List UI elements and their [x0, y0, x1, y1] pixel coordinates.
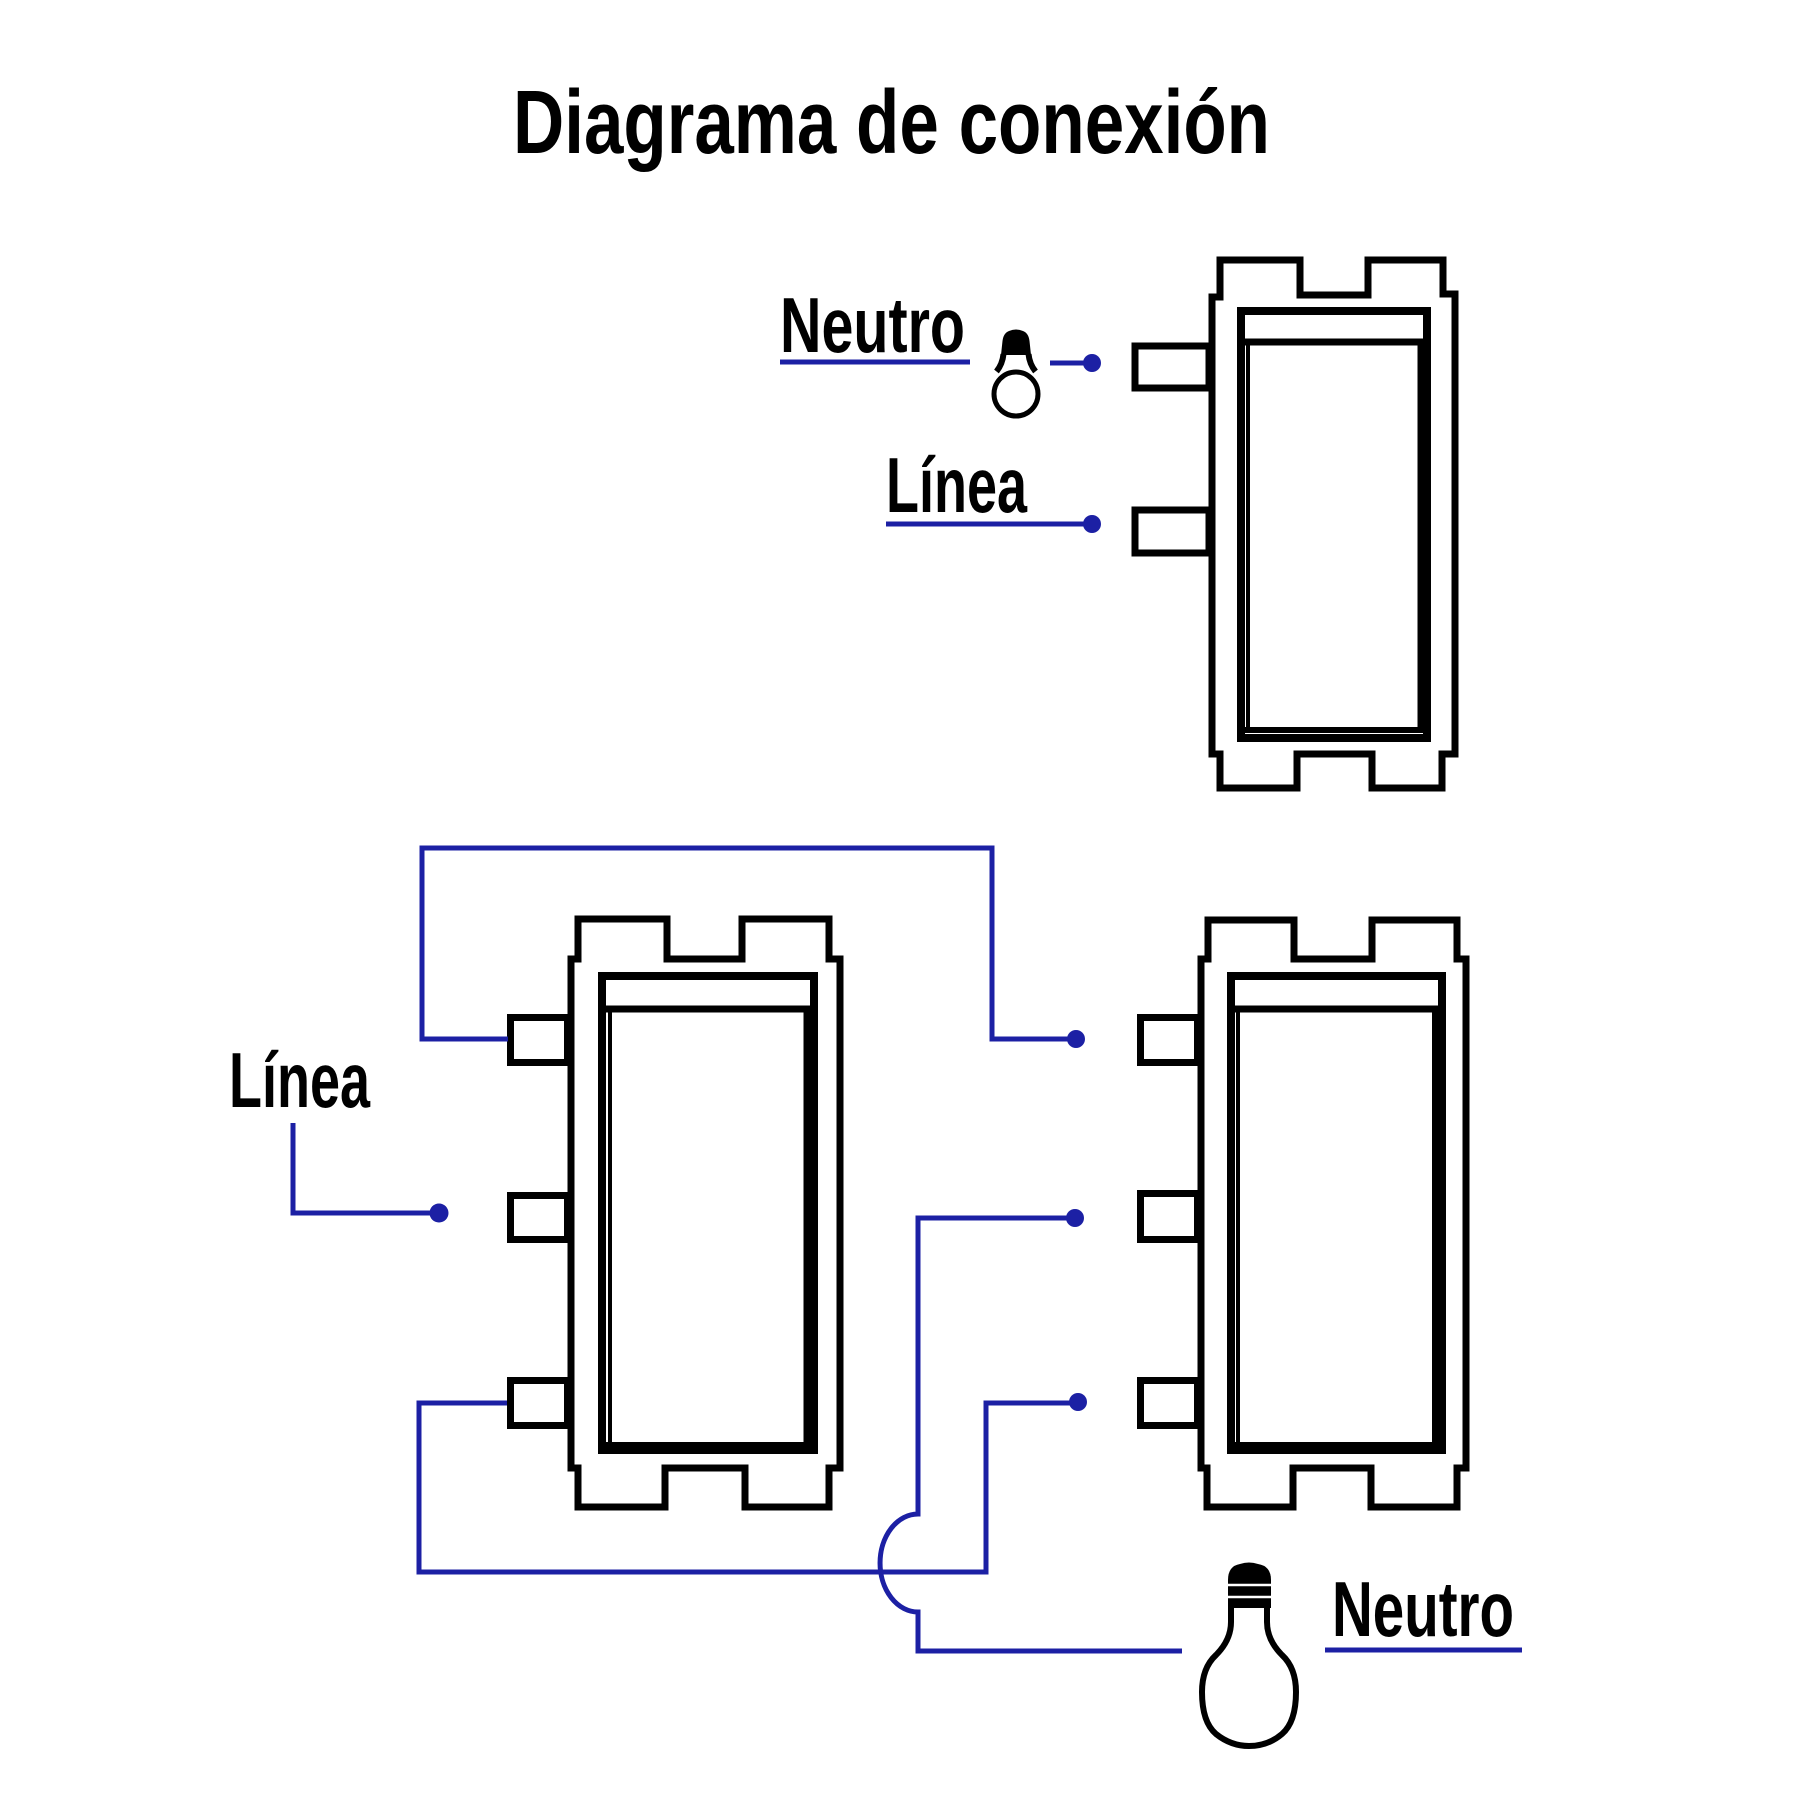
svg-text:Neutro: Neutro — [1332, 1565, 1514, 1653]
svg-text:Línea: Línea — [229, 1036, 370, 1124]
svg-text:Neutro: Neutro — [780, 281, 965, 369]
svg-text:Diagrama de conexión: Diagrama de conexión — [513, 73, 1270, 173]
svg-text:Línea: Línea — [886, 441, 1027, 529]
